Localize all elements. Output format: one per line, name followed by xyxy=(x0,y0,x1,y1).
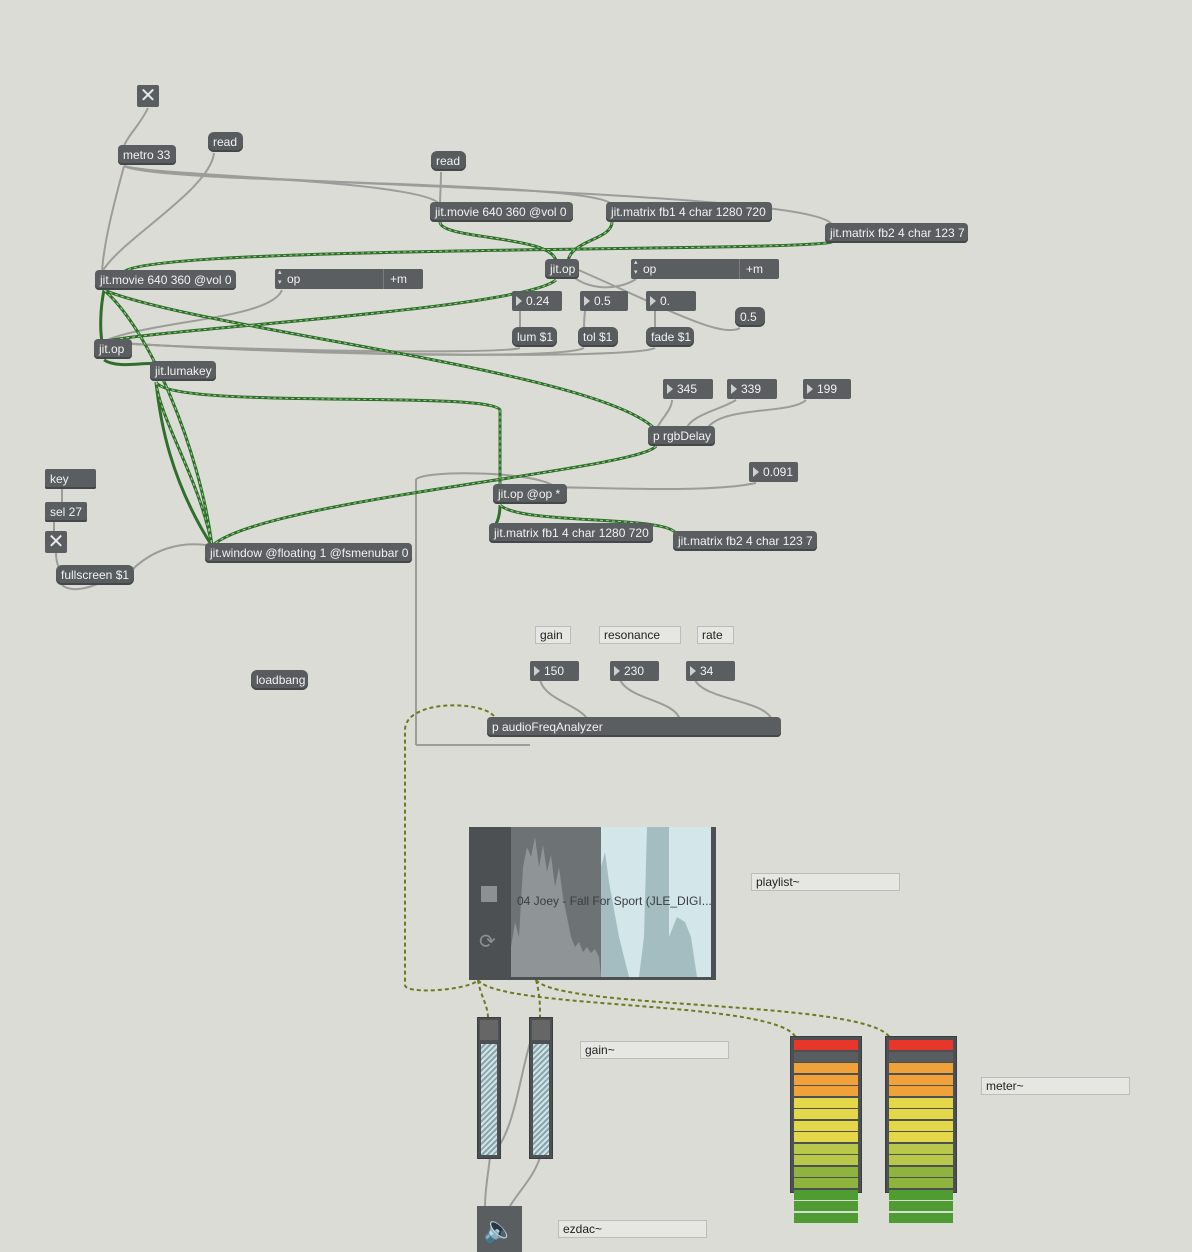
jit-matrix-fb1-bottom[interactable]: jit.matrix fb1 4 char 1280 720 xyxy=(489,523,653,543)
meter-segment xyxy=(889,1178,953,1188)
key-object[interactable]: key xyxy=(45,469,96,489)
read-message-left[interactable]: read xyxy=(208,132,243,152)
jit-movie-left[interactable]: jit.movie 640 360 @vol 0 xyxy=(95,270,236,290)
p-rgbdelay[interactable]: p rgbDelay xyxy=(648,426,715,446)
attrui-value[interactable]: +m xyxy=(739,259,779,279)
meter-segment xyxy=(889,1155,953,1165)
mult-number[interactable]: 0.091 xyxy=(749,462,798,482)
meter-tilde-comment: meter~ xyxy=(981,1077,1130,1095)
x-icon: ✕ xyxy=(139,85,157,107)
float-message-right[interactable]: 0.5 xyxy=(735,307,765,327)
meter-segment xyxy=(889,1109,953,1119)
attrui-op-center[interactable]: op +m xyxy=(631,258,779,279)
meter-segment xyxy=(794,1063,858,1073)
gain-number[interactable]: 150 xyxy=(530,661,579,681)
track-title: 04 Joey - Fall For Sport (JLE_DIGI... xyxy=(517,894,712,908)
fade-number[interactable]: 0. xyxy=(646,291,696,311)
meter-left xyxy=(790,1036,862,1223)
resonance-comment: resonance xyxy=(599,626,681,644)
ezdac[interactable]: 🔈 xyxy=(477,1206,522,1252)
meter-segment xyxy=(889,1063,953,1073)
jit-matrix-fb1-top[interactable]: jit.matrix fb1 4 char 1280 720 xyxy=(606,202,772,222)
playlist[interactable]: ⟳ 04 Joey - Fall For Sport (JLE_DIGI... xyxy=(469,827,716,980)
read-message-top[interactable]: read xyxy=(431,151,466,171)
attrui-op-left[interactable]: op +m xyxy=(275,268,423,289)
meter-right xyxy=(885,1036,957,1223)
attrui-name: op xyxy=(275,268,383,289)
meter-segment xyxy=(794,1201,858,1211)
gain-tilde-comment: gain~ xyxy=(580,1041,729,1059)
meter-segment xyxy=(794,1109,858,1119)
rate-comment: rate xyxy=(697,626,734,644)
meter-segment xyxy=(794,1212,858,1223)
rate-number[interactable]: 34 xyxy=(686,661,735,681)
jit-op-center[interactable]: jit.op xyxy=(545,259,579,279)
tol-number[interactable]: 0.5 xyxy=(580,291,628,311)
gain-slider-right[interactable] xyxy=(529,1017,553,1159)
delay-r-number[interactable]: 345 xyxy=(663,379,713,399)
attrui-value[interactable]: +m xyxy=(383,269,423,289)
meter-segment xyxy=(889,1189,953,1200)
lum-number[interactable]: 0.24 xyxy=(512,291,562,311)
delay-b-number[interactable]: 199 xyxy=(803,379,851,399)
sel-object[interactable]: sel 27 xyxy=(45,502,87,522)
jit-window[interactable]: jit.window @floating 1 @fsmenubar 0 xyxy=(205,543,412,563)
jit-op-left[interactable]: jit.op xyxy=(94,339,132,359)
meter-segment xyxy=(794,1166,858,1177)
tol-message[interactable]: tol $1 xyxy=(578,327,618,347)
meter-segment xyxy=(794,1086,858,1096)
stop-icon[interactable] xyxy=(481,886,497,902)
meter-segment xyxy=(794,1155,858,1165)
meter-segment xyxy=(889,1201,953,1211)
meter-segment xyxy=(794,1120,858,1131)
playlist-comment: playlist~ xyxy=(751,873,900,891)
loop-icon[interactable]: ⟳ xyxy=(479,931,496,953)
waveform xyxy=(469,827,716,980)
x-icon: ✕ xyxy=(47,531,65,553)
meter-segment xyxy=(889,1120,953,1131)
jit-matrix-fb2-top[interactable]: jit.matrix fb2 4 char 123 7 xyxy=(825,223,968,243)
metro-object[interactable]: metro 33 xyxy=(118,145,176,165)
p-audiofreqanalyzer[interactable]: p audioFreqAnalyzer xyxy=(487,717,781,737)
meter-segment xyxy=(889,1166,953,1177)
loadbang-object[interactable]: loadbang xyxy=(251,670,308,690)
gain-slider-left[interactable] xyxy=(477,1017,501,1159)
meter-segment xyxy=(794,1189,858,1200)
jit-matrix-fb2-bottom[interactable]: jit.matrix fb2 4 char 123 7 xyxy=(673,531,817,551)
meter-segment xyxy=(889,1097,953,1108)
meter-segment xyxy=(794,1051,858,1062)
meter-segment xyxy=(794,1178,858,1188)
meter-segment xyxy=(794,1143,858,1154)
meter-segment xyxy=(889,1040,953,1050)
jit-movie-top[interactable]: jit.movie 640 360 @vol 0 xyxy=(430,202,573,222)
jit-lumakey[interactable]: jit.lumakey xyxy=(150,361,216,381)
gain-comment: gain xyxy=(535,626,571,644)
meter-segment xyxy=(889,1086,953,1096)
speaker-icon: 🔈 xyxy=(483,1214,516,1244)
fullscreen-toggle[interactable]: ✕ xyxy=(45,531,67,553)
meter-segment xyxy=(794,1132,858,1142)
fade-message[interactable]: fade $1 xyxy=(646,327,694,347)
meter-segment xyxy=(889,1051,953,1062)
meter-segment xyxy=(889,1132,953,1142)
resonance-number[interactable]: 230 xyxy=(610,661,659,681)
meter-segment xyxy=(889,1074,953,1085)
fullscreen-message[interactable]: fullscreen $1 xyxy=(56,565,134,585)
jit-op-mult[interactable]: jit.op @op * xyxy=(493,484,567,504)
meter-segment xyxy=(794,1097,858,1108)
lum-message[interactable]: lum $1 xyxy=(512,327,557,347)
delay-g-number[interactable]: 339 xyxy=(727,379,777,399)
ezdac-tilde-comment: ezdac~ xyxy=(558,1220,707,1238)
metro-toggle[interactable]: ✕ xyxy=(137,85,159,107)
meter-segment xyxy=(889,1143,953,1154)
meter-segment xyxy=(794,1074,858,1085)
meter-segment xyxy=(794,1040,858,1050)
meter-segment xyxy=(889,1212,953,1223)
attrui-name: op xyxy=(631,258,739,279)
